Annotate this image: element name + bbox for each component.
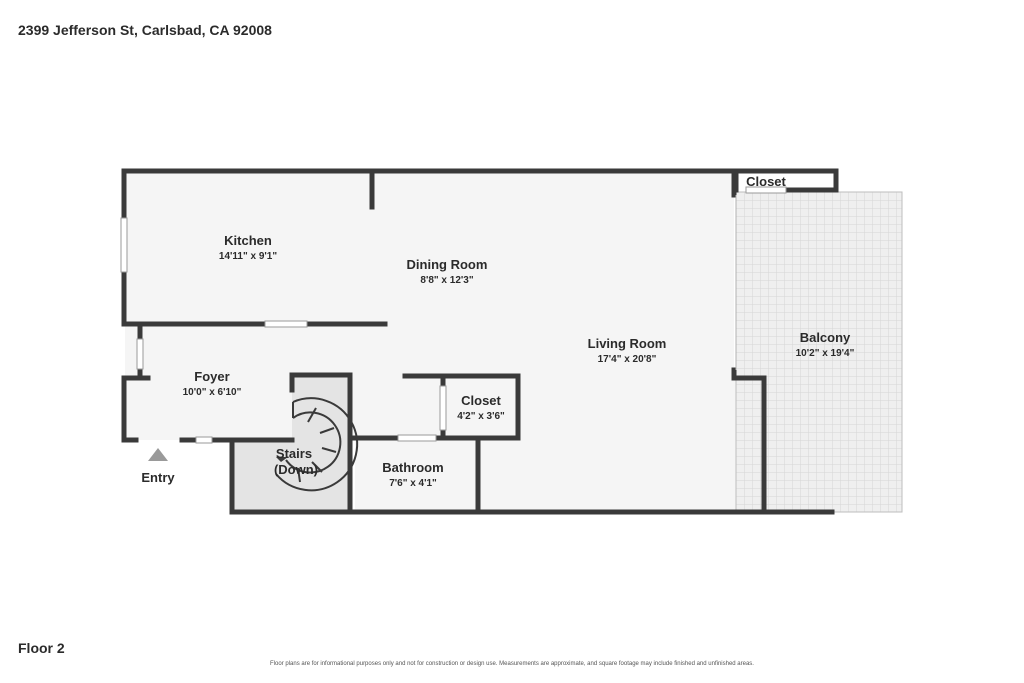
property-address: 2399 Jefferson St, Carlsbad, CA 92008	[18, 22, 272, 38]
walls	[121, 168, 839, 515]
closet-dims: 4'2" x 3'6"	[457, 411, 505, 422]
floor-fill	[125, 172, 764, 512]
foyer-dims: 10'0" x 6'10"	[183, 387, 242, 398]
disclaimer-text: Floor plans are for informational purpos…	[270, 661, 754, 667]
dining-room-dims: 8'8" x 12'3"	[420, 275, 473, 286]
windows	[120, 186, 787, 444]
kitchen-dims: 14'11" x 9'1"	[219, 251, 277, 262]
living-room-name: Living Room	[588, 336, 667, 351]
stairs-area-upper	[292, 376, 350, 440]
dining-room-name: Dining Room	[407, 257, 488, 272]
stairs-area	[232, 440, 350, 512]
entry-arrow-icon	[148, 448, 168, 461]
bathroom-dims: 7'6" x 4'1"	[389, 478, 437, 489]
spiral-stairs	[275, 397, 359, 492]
balcony-dims: 10'2" x 19'4"	[796, 348, 855, 359]
entry-label: Entry	[141, 470, 175, 485]
living-room-dims: 17'4" x 20'8"	[598, 354, 657, 365]
balcony-name: Balcony	[800, 330, 851, 345]
stairs-name: Stairs	[276, 446, 312, 461]
top-closet-name: Closet	[746, 174, 786, 189]
bathroom-name: Bathroom	[382, 460, 443, 475]
kitchen-name: Kitchen	[224, 233, 272, 248]
foyer-name: Foyer	[194, 369, 229, 384]
stairs-direction: (Down)	[274, 462, 318, 477]
closet-name: Closet	[461, 393, 501, 408]
floor-label: Floor 2	[18, 640, 65, 656]
